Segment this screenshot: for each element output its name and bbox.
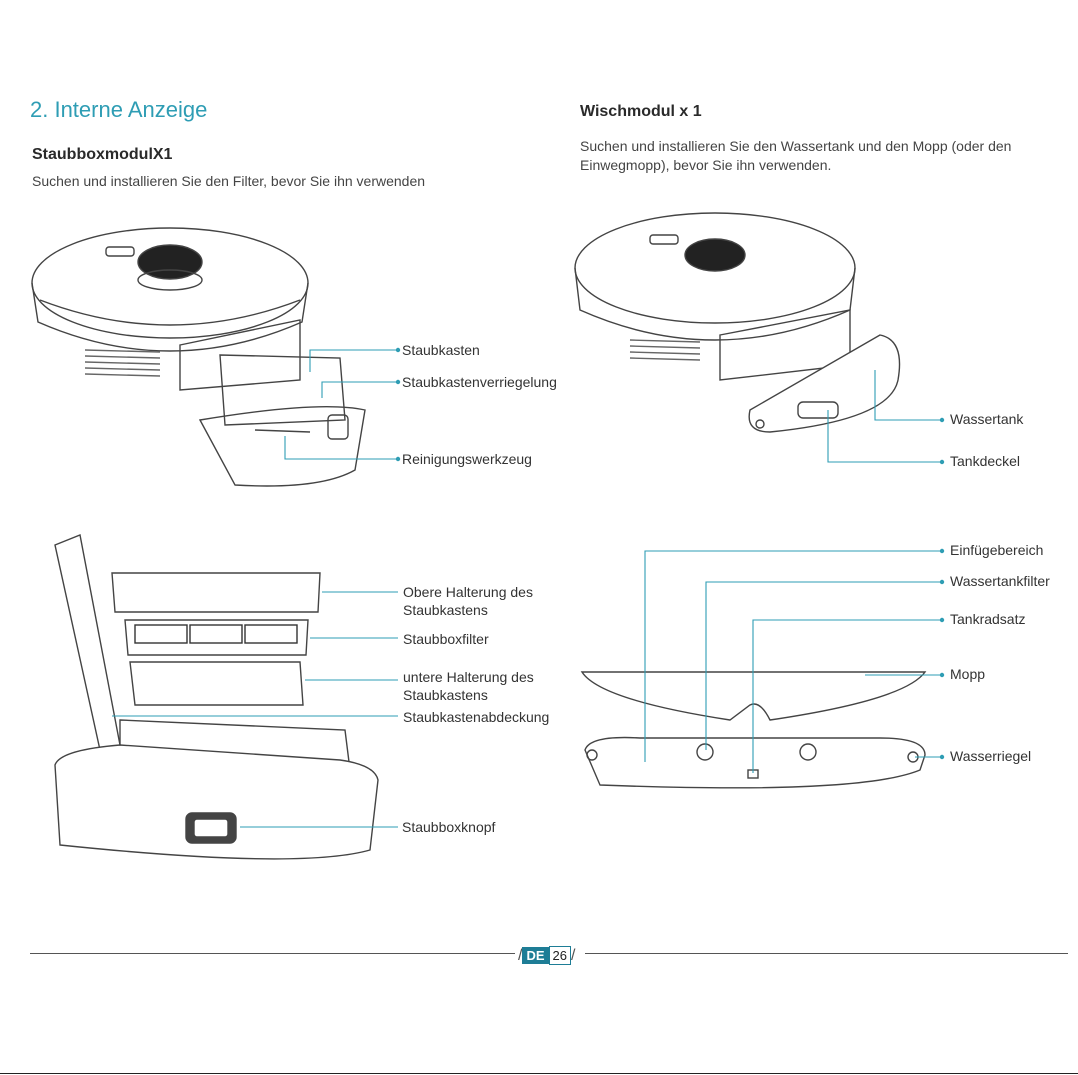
dustbox-exploded-illustration [54,534,379,860]
dustbox-illustration [198,354,366,487]
label-tankdeckel: Tankdeckel [950,453,1021,469]
label-mopp: Mopp [950,666,986,682]
robot-illustration-right [574,212,856,381]
label-staubboxfilter: Staubboxfilter [403,631,489,647]
dustbox-description: Suchen und installieren Sie den Filter, … [32,173,426,189]
footer-line-right [585,953,1068,954]
label-reinigungswerkzeug: Reinigungswerkzeug [402,451,532,467]
label-einfuegebereich: Einfügebereich [950,542,1044,558]
label-untere-halterung-2: Staubkastens [403,687,488,703]
mop-description-line2: Einwegmopp), bevor Sie ihn verwenden. [580,157,832,173]
bottom-rule [0,1073,1078,1074]
water-tank-illustration [748,334,901,433]
page-number: 26 [548,946,571,965]
language-tag: DE [522,947,549,964]
dustbox-subtitle: StaubboxmodulX1 [32,146,173,163]
mop-description-line1: Suchen und installieren Sie den Wasserta… [580,138,1012,154]
callout-lines [112,349,942,828]
robot-illustration-left [31,227,309,391]
mop-subtitle: Wischmodul x 1 [580,103,702,120]
label-wassertankfilter: Wassertankfilter [950,573,1050,589]
label-untere-halterung-1: untere Halterung des [403,669,534,685]
label-staubkasten: Staubkasten [402,342,480,358]
label-staubkastenabdeckung: Staubkastenabdeckung [403,709,550,725]
label-wassertank: Wassertank [950,411,1024,427]
label-obere-halterung-2: Staubkastens [403,602,488,618]
footer-line-left [30,953,515,954]
label-wasserriegel: Wasserriegel [950,748,1032,764]
label-tankradsatz: Tankradsatz [950,611,1026,627]
label-staubboxknopf: Staubboxknopf [402,819,496,835]
section-title: 2. Interne Anzeige [30,97,208,122]
label-staubkastenverriegelung: Staubkastenverriegelung [402,374,557,390]
label-obere-halterung-1: Obere Halterung des [403,584,533,600]
